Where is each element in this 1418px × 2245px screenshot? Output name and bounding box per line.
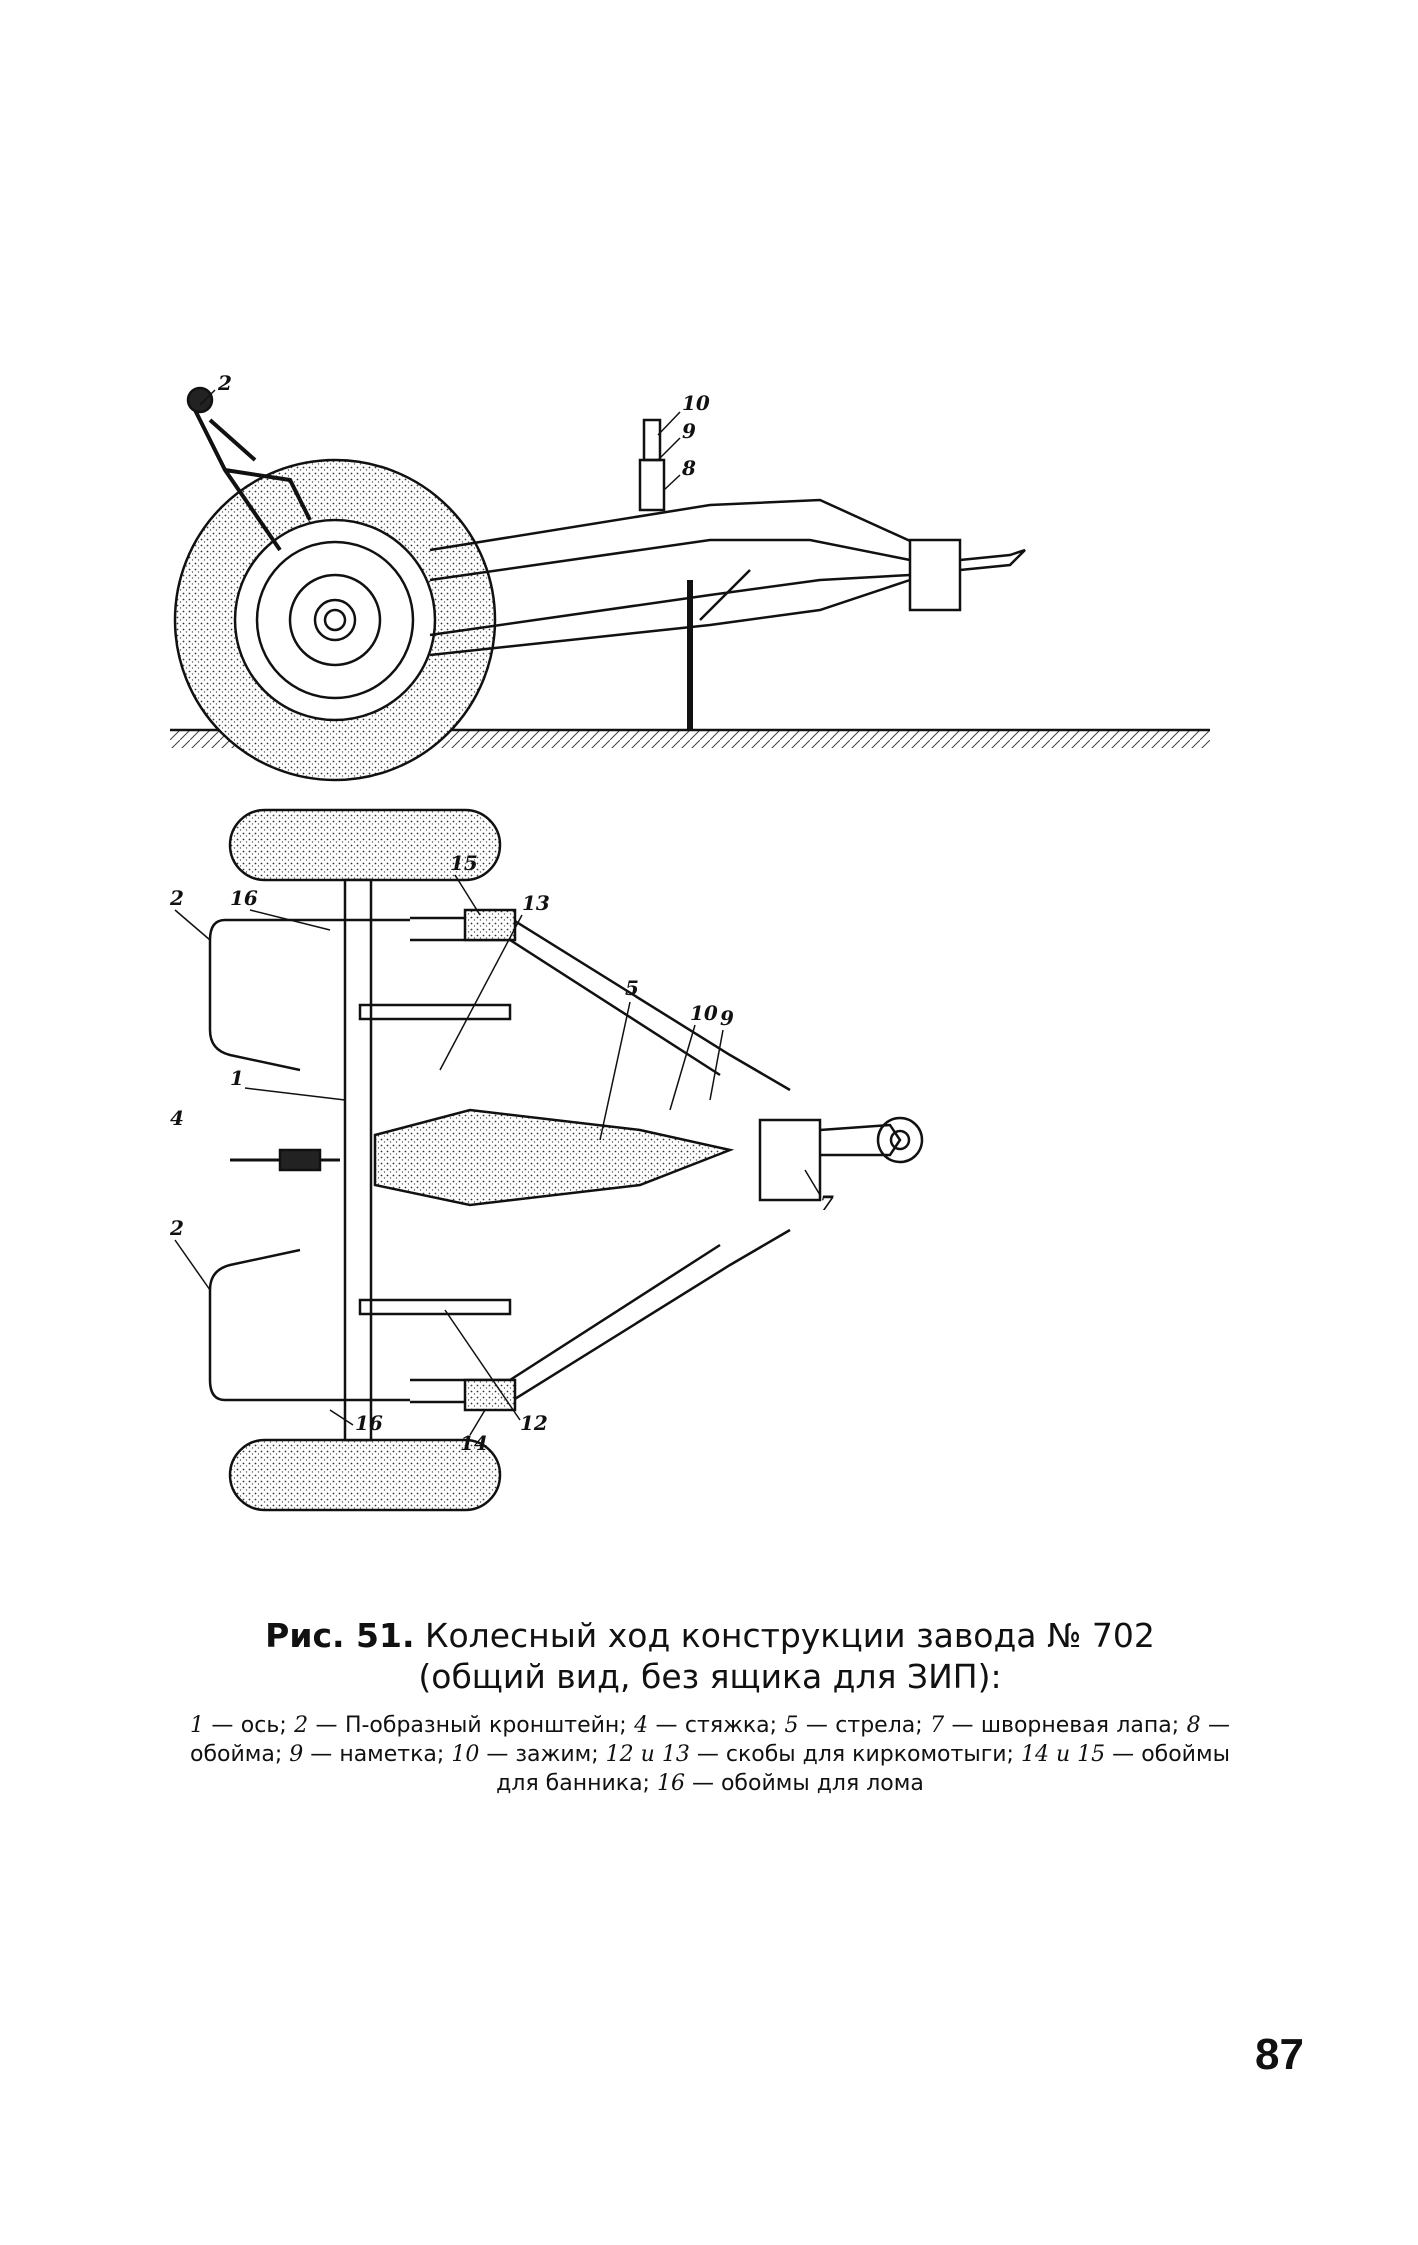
label-7: 7 [820,1191,834,1215]
label-2-top-lower: 2 [170,1216,184,1240]
label-2-top-upper: 2 [170,886,184,910]
caption-title-line: Рис. 51. Колесный ход конструкции завода… [190,1615,1230,1657]
legend-item: 8 — обойма; [190,1713,1231,1767]
top-view [208,808,924,1512]
legend-item: 14 и 15 — обоймы для банника; [496,1742,1230,1796]
caption-title: Колесный ход конструкции завода № 702 [425,1616,1155,1655]
label-12: 12 [520,1411,548,1435]
label-16-top-lower: 16 [355,1411,383,1435]
label-9-side: 9 [682,419,696,443]
legend-item: 10 — зажим; [451,1742,599,1767]
label-8-side: 8 [681,456,696,480]
label-10-side: 10 [682,391,710,415]
legend-item: 7 — шворневая лапа; [930,1713,1180,1738]
legend-item: 16 — обоймы для лома [656,1771,924,1796]
figure-caption: Рис. 51. Колесный ход конструкции завода… [190,1615,1230,1798]
label-16-top-upper: 16 [230,886,258,910]
legend-item: 12 и 13 — скобы для киркомотыги; [605,1742,1014,1767]
legend-item: 1 — ось; [190,1713,287,1738]
label-13: 13 [522,891,550,915]
side-view-labels: 2 10 9 8 [199,371,710,491]
caption-legend: 1 — ось; 2 — П-образный кронштейн; 4 — с… [190,1711,1230,1798]
legend-item: 5 — стрела; [784,1713,923,1738]
label-5: 5 [625,976,639,1000]
label-15: 15 [450,851,478,875]
page-number: 87 [1255,2030,1304,2079]
legend-item: 4 — стяжка; [634,1713,778,1738]
label-2-side: 2 [217,371,232,395]
figure-wheeled-carriage: 2 10 9 8 [170,250,1240,1590]
label-14: 14 [460,1431,488,1455]
label-1: 1 [230,1066,244,1090]
label-4: 4 [170,1106,184,1130]
carriage-drawing: 2 10 9 8 [170,371,1210,1512]
legend-item: 9 — наметка; [289,1742,445,1767]
legend-item: 2 — П-образный кронштейн; [294,1713,627,1738]
caption-subtitle: (общий вид, без ящика для ЗИП): [418,1657,1002,1696]
label-9-top: 9 [720,1006,734,1030]
top-view-labels: 15 13 2 16 4 1 5 10 9 7 2 [170,851,834,1455]
label-10-top: 10 [690,1001,718,1025]
side-view [170,386,1210,782]
figure-number: Рис. 51. [265,1616,415,1655]
